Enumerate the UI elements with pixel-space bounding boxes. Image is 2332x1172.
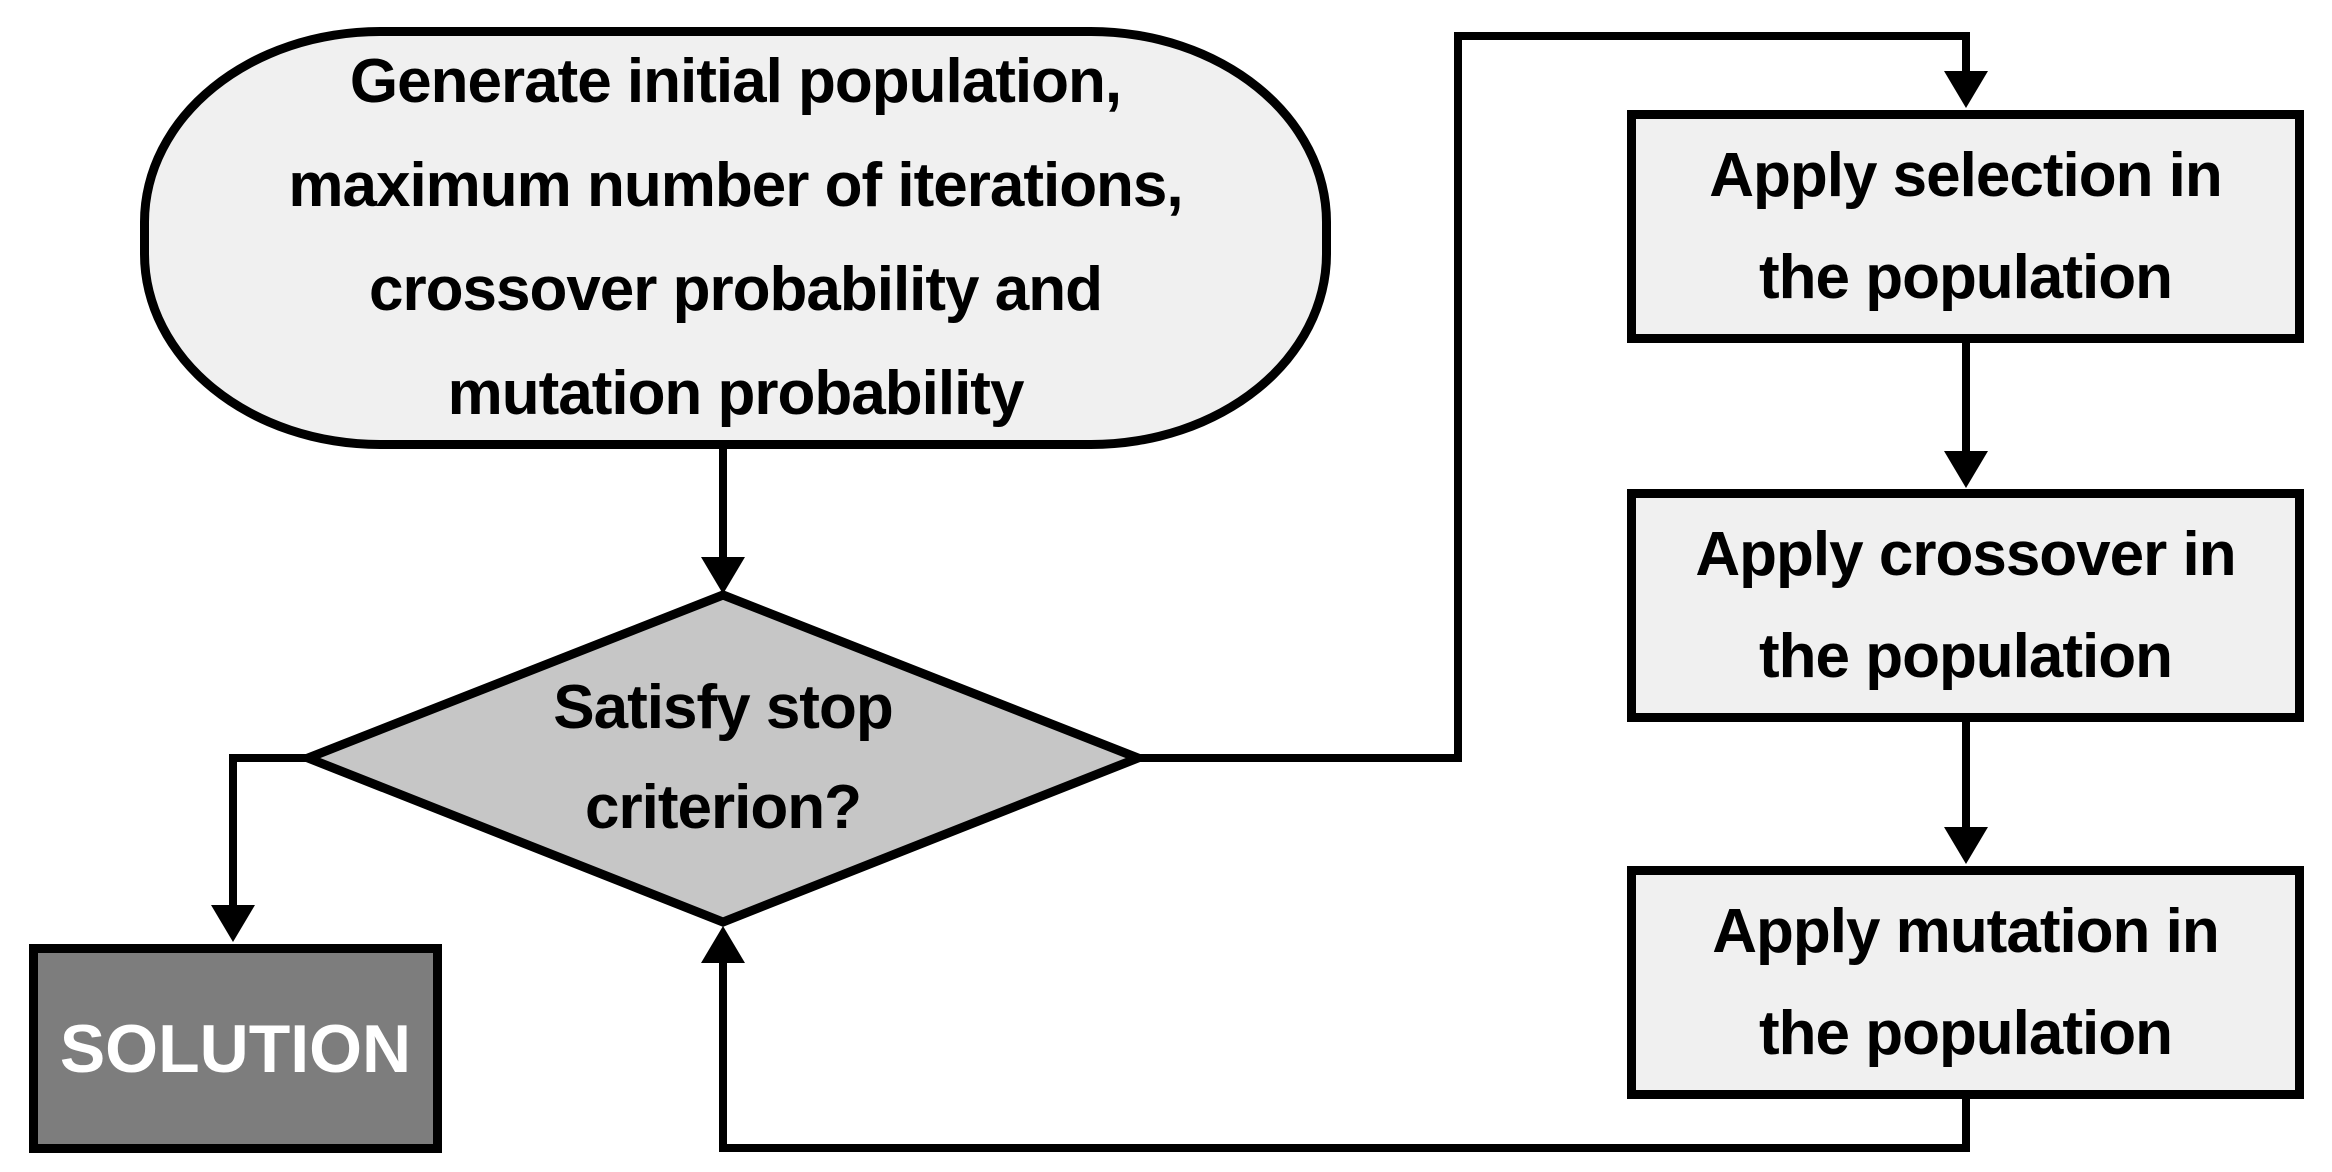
arrowhead-into-mutation xyxy=(1944,827,1988,864)
arrowhead-into-solution xyxy=(211,905,255,942)
terminator-text-line: maximum number of iterations, xyxy=(288,151,1183,220)
solution-node: SOLUTION xyxy=(29,944,442,1153)
decision-diamond-shape xyxy=(295,590,1151,927)
connector-mutation-to-decision xyxy=(719,960,1970,1152)
process-text-line: Apply selection in xyxy=(1709,140,2223,210)
decision-node-stop-criterion: Satisfy stop criterion? xyxy=(413,658,1033,858)
decision-text-line: Satisfy stop xyxy=(553,673,893,742)
process-text-line: Apply mutation in xyxy=(1712,896,2220,966)
process-text-line: Apply crossover in xyxy=(1695,519,2236,589)
process-node-apply-selection: Apply selection in the population xyxy=(1627,110,2304,343)
terminator-text-line: mutation probability xyxy=(447,359,1025,428)
connector-decision-to-solution xyxy=(229,754,308,910)
terminator-text-line: crossover probability and xyxy=(369,255,1103,324)
arrowhead-into-decision-bottom xyxy=(701,926,745,963)
solution-label: SOLUTION xyxy=(59,1010,412,1087)
process-text-line: the population xyxy=(1758,242,2173,312)
process-text-line: the population xyxy=(1758,998,2173,1068)
terminator-text-line: Generate initial population, xyxy=(349,47,1122,116)
arrowhead-into-crossover xyxy=(1944,451,1988,488)
process-node-apply-crossover: Apply crossover in the population xyxy=(1627,489,2304,722)
process-text-line: the population xyxy=(1758,621,2173,691)
terminator-node-generate-population: Generate initial population, maximum num… xyxy=(140,27,1331,449)
arrowhead-into-decision-top xyxy=(701,557,745,594)
connector-decision-to-selection xyxy=(1138,32,1970,762)
process-node-apply-mutation: Apply mutation in the population xyxy=(1627,866,2304,1099)
arrowhead-into-selection xyxy=(1944,71,1988,108)
decision-text-line: criterion? xyxy=(585,773,862,842)
